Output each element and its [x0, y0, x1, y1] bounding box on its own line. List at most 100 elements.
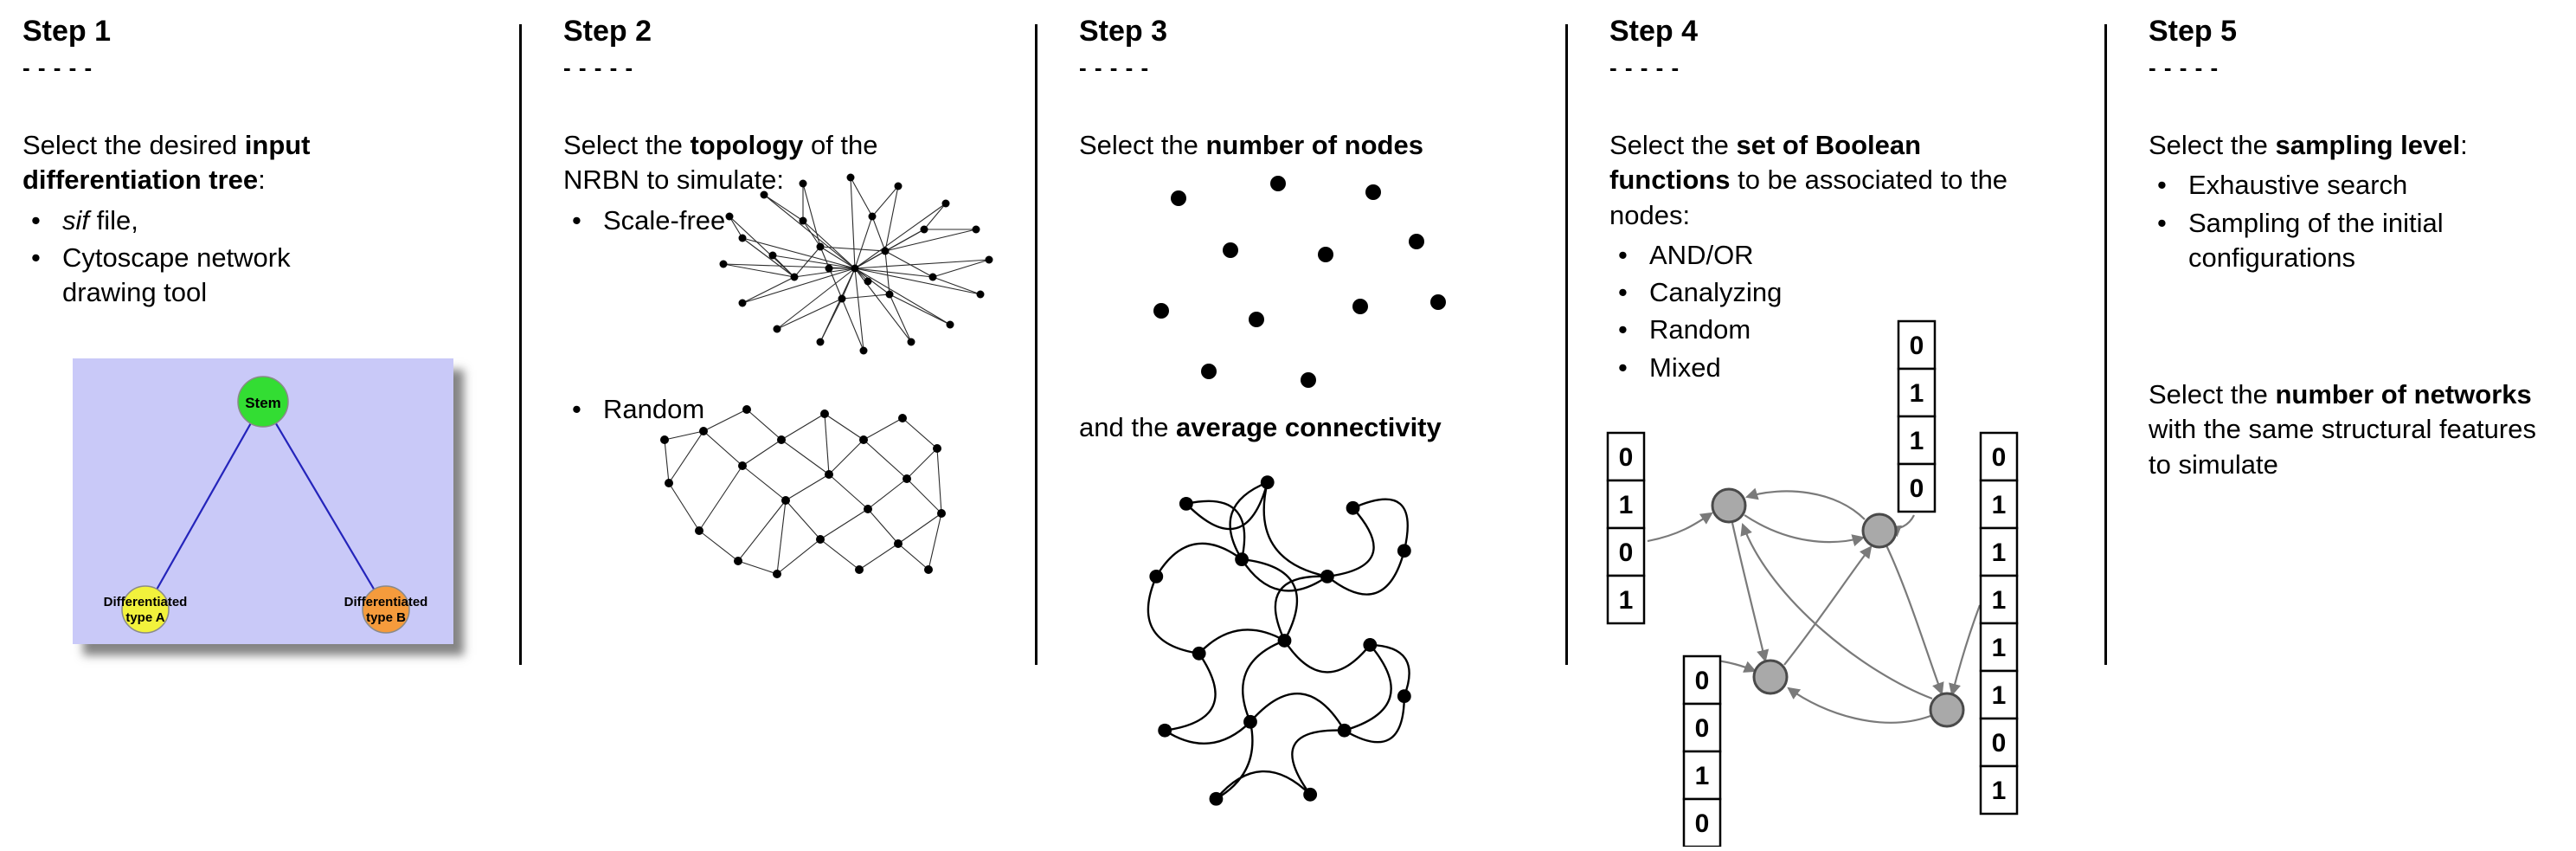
- step-3-secondary-text: and the average connectivity: [1079, 410, 1550, 445]
- network-dot: [894, 182, 903, 190]
- truth-table-value: 1: [1992, 538, 2007, 567]
- network-node: [1711, 487, 1747, 524]
- bullet-text: AND/OR: [1649, 239, 1754, 270]
- network-dot: [851, 264, 859, 273]
- stem-node-label: Stem: [245, 395, 281, 411]
- network-edge: [863, 417, 903, 441]
- bullet-text: Cytoscape network drawing tool: [62, 242, 291, 308]
- boolean-network-nodes: [1711, 487, 1965, 728]
- network-edge: [785, 500, 821, 540]
- network-dot: [976, 290, 985, 299]
- network-dot: [773, 325, 781, 333]
- intro-text-bold: average connectivity: [1176, 412, 1442, 443]
- network-edge: [1352, 498, 1409, 551]
- network-dot: [820, 409, 829, 418]
- network-edge: [742, 439, 782, 467]
- truth-table-cell: [1606, 574, 1646, 625]
- network-edge: [1344, 695, 1406, 743]
- network-edge: [819, 508, 869, 540]
- network-dot: [760, 190, 768, 199]
- network-edge: [871, 216, 886, 252]
- network-edge: [1283, 639, 1372, 674]
- network-dot: [907, 338, 915, 346]
- network-dot: [881, 247, 890, 255]
- intro-text-segment: Select the: [1079, 129, 1206, 160]
- network-edge: [763, 194, 856, 269]
- network-dot: [777, 435, 786, 444]
- truth-table-value: 1: [1619, 586, 1634, 615]
- bullet-text: Exhaustive search: [2188, 170, 2408, 201]
- network-edge: [781, 413, 825, 441]
- truth-table-value: 1: [1992, 586, 2007, 615]
- step-3-intro: Select the number of nodes: [1079, 128, 1550, 163]
- network-edge: [1327, 550, 1405, 596]
- step-5-column: Step 5 - - - - - Select the sampling lev…: [2107, 0, 2576, 851]
- network-edge: [1370, 643, 1410, 697]
- network-edge: [819, 246, 843, 300]
- network-edge: [1147, 575, 1199, 654]
- network-dot: [1363, 637, 1378, 652]
- intro-text-segment: with the same structural features to sim…: [2149, 414, 2536, 480]
- network-dot: [781, 496, 790, 505]
- truth-table-value: 0: [1695, 667, 1710, 695]
- network-dot: [1179, 496, 1193, 511]
- network-edge: [1215, 770, 1311, 800]
- network-edge: [854, 229, 925, 269]
- step-3-column: Step 3 - - - - - Select the number of no…: [1037, 0, 1565, 851]
- network-edge: [854, 268, 912, 343]
- truth-table-value: 0: [1619, 538, 1634, 567]
- network-dot: [1277, 633, 1292, 648]
- truth-table-cell: [1897, 462, 1937, 513]
- network-edge: [737, 560, 778, 575]
- bullet-text: Mixed: [1649, 351, 1721, 383]
- truth-table-value: 0: [1992, 443, 2007, 472]
- truth-table-cell: [1606, 431, 1646, 482]
- network-edge: [1787, 687, 1931, 724]
- network-edge: [928, 513, 942, 571]
- network-edge: [742, 237, 856, 269]
- network-edge: [841, 293, 890, 300]
- type-b-node-label: type B: [366, 610, 406, 625]
- network-dot: [738, 299, 747, 307]
- network-edge: [1949, 604, 1982, 697]
- network-dot: [738, 234, 747, 242]
- network-edge: [776, 500, 787, 575]
- truth-table-cell: [1682, 797, 1722, 848]
- network-edge: [889, 293, 912, 343]
- network-dot: [1301, 372, 1316, 389]
- network-dot: [924, 565, 933, 574]
- column-divider: [1565, 24, 1568, 665]
- intro-text-segment: :: [258, 164, 266, 196]
- network-dot: [738, 461, 747, 470]
- network-edge: [932, 259, 990, 278]
- bullet-item: Random: [563, 392, 1019, 428]
- network-dot: [1430, 294, 1446, 311]
- intro-text-bold: input differentiation tree: [22, 129, 311, 196]
- step-4-intro: Select the set of Boolean functions to b…: [1609, 128, 2016, 233]
- column-divider: [519, 24, 522, 665]
- network-dot: [825, 470, 833, 479]
- network-edge: [793, 268, 856, 278]
- truth-table-value: 0: [1992, 729, 2007, 758]
- truth-table-value: 1: [1992, 634, 2007, 662]
- network-edge: [785, 474, 830, 501]
- network-dot: [1243, 714, 1257, 729]
- network-dot: [825, 264, 833, 273]
- network-dot: [695, 526, 703, 535]
- network-dot: [846, 173, 855, 182]
- step-2-intro: Select the topology of the NRBN to simul…: [563, 128, 944, 198]
- network-dot: [799, 179, 807, 188]
- network-dot: [1346, 500, 1360, 515]
- truth-table-value: 1: [1992, 681, 2007, 710]
- type-b-node: [362, 585, 410, 635]
- type-b-node-label: Differentiated: [344, 595, 428, 609]
- network-edge: [867, 478, 908, 510]
- network-dot: [1318, 247, 1333, 263]
- network-edge: [884, 250, 890, 295]
- network-edge: [1783, 545, 1873, 666]
- network-edge: [802, 220, 856, 269]
- network-dot: [972, 225, 980, 234]
- network-edge: [854, 268, 864, 351]
- network-edge: [871, 185, 899, 217]
- network-edge: [737, 500, 787, 562]
